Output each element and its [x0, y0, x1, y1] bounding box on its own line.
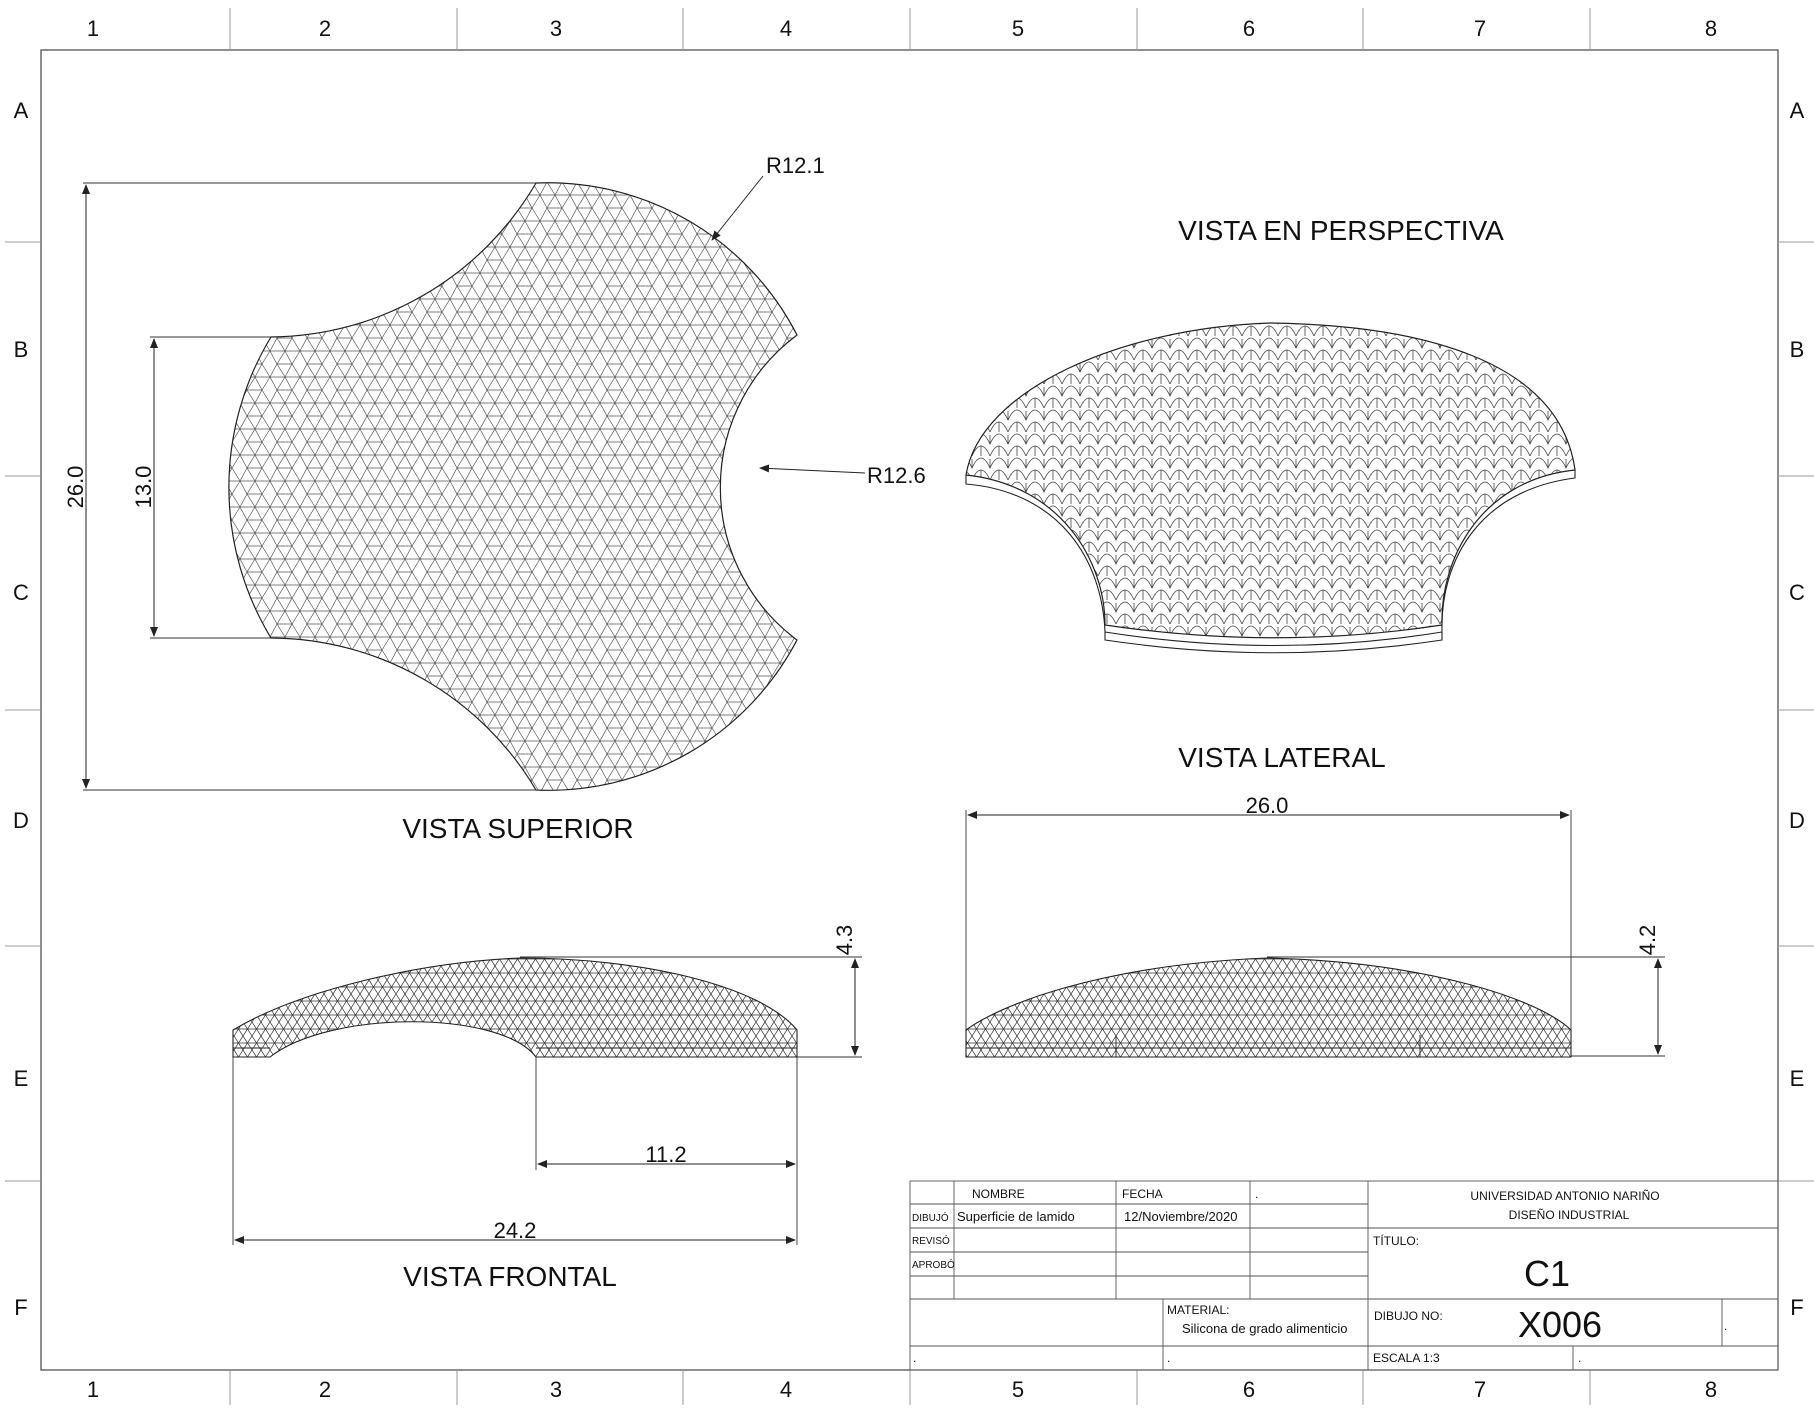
row-label-left: C [13, 580, 29, 605]
row-label-left: B [14, 337, 29, 362]
tb-dibujo-nombre: Superficie de lamido [957, 1209, 1075, 1224]
col-label-bottom: 6 [1243, 1377, 1255, 1402]
side-shape [965, 957, 1572, 1058]
title-block-text: NOMBRE FECHA . DIBUJÓ Superficie de lami… [912, 1187, 1727, 1365]
tb-row-dibujo: DIBUJÓ [912, 1211, 949, 1224]
col-label-bottom: 1 [87, 1377, 99, 1402]
outer-frame [40, 49, 1779, 1371]
tb-titulo: C1 [1524, 1253, 1570, 1294]
row-label-left: E [14, 1066, 29, 1091]
tb-material: Silicona de grado alimenticio [1182, 1321, 1347, 1336]
col-label-bottom: 2 [319, 1377, 331, 1402]
row-label-right: E [1790, 1066, 1805, 1091]
col-label-top: 8 [1705, 16, 1717, 41]
row-label-left: D [13, 808, 29, 833]
tb-dot-bottom-left: . [913, 1351, 916, 1365]
dim-radius-outer: R12.1 [766, 153, 825, 178]
view-label-perspective: VISTA EN PERSPECTIVA [1178, 215, 1504, 246]
row-label-left: A [14, 98, 29, 123]
dim-top-inner: 13.0 [131, 466, 156, 509]
tb-header-nombre: NOMBRE [972, 1187, 1025, 1201]
tb-university: UNIVERSIDAD ANTONIO NARIÑO [1470, 1189, 1659, 1203]
col-label-top: 2 [319, 16, 331, 41]
tb-header-fecha: FECHA [1122, 1187, 1163, 1201]
col-label-top: 6 [1243, 16, 1255, 41]
col-label-top: 4 [780, 16, 792, 41]
tb-dibujo-no: X006 [1518, 1304, 1602, 1345]
side-view: VISTA LATERAL 26.0 4.2 [965, 742, 1665, 1058]
view-label-side: VISTA LATERAL [1178, 742, 1385, 773]
row-label-left: F [14, 1295, 27, 1320]
dim-radius-inner: R12.6 [867, 463, 926, 488]
view-label-top: VISTA SUPERIOR [402, 813, 633, 844]
tb-dibujo-no-label: DIBUJO NO: [1374, 1309, 1443, 1323]
tb-escala: ESCALA 1:3 [1373, 1351, 1440, 1365]
tb-dibujo-fecha: 12/Noviembre/2020 [1124, 1209, 1237, 1224]
col-label-bottom: 4 [780, 1377, 792, 1402]
title-block [909, 1180, 1779, 1371]
tb-dot-right: . [1724, 1319, 1727, 1333]
tb-dot-bottom-right: . [1578, 1351, 1581, 1365]
row-label-right: B [1790, 337, 1805, 362]
view-label-front: VISTA FRONTAL [403, 1261, 617, 1292]
tb-row-aprobo: APROBÓ [912, 1258, 955, 1271]
tb-titulo-label: TÍTULO: [1373, 1233, 1419, 1248]
row-label-right: F [1790, 1295, 1803, 1320]
col-label-bottom: 7 [1474, 1377, 1486, 1402]
perspective-view: VISTA EN PERSPECTIVA [965, 215, 1576, 654]
dim-top-height: 26.0 [63, 466, 88, 509]
zone-ticks [5, 8, 1814, 1405]
dim-side-width: 26.0 [1246, 793, 1289, 818]
top-view-shape [228, 182, 798, 791]
perspective-shape [965, 322, 1576, 639]
dim-front-width: 24.2 [494, 1218, 537, 1243]
col-label-top: 7 [1474, 16, 1486, 41]
row-label-right: D [1789, 808, 1805, 833]
col-label-bottom: 8 [1705, 1377, 1717, 1402]
row-label-right: A [1790, 98, 1805, 123]
col-label-top: 5 [1012, 16, 1024, 41]
tb-dot-bottom-mid: . [1167, 1351, 1170, 1365]
front-shape [232, 957, 798, 1058]
dim-side-height: 4.2 [1635, 925, 1660, 956]
row-label-right: C [1789, 580, 1805, 605]
col-label-bottom: 5 [1012, 1377, 1024, 1402]
tb-header-dot: . [1255, 1187, 1258, 1201]
dim-front-height: 4.3 [832, 925, 857, 956]
col-label-top: 1 [87, 16, 99, 41]
dim-front-partial: 11.2 [645, 1142, 686, 1167]
col-label-bottom: 3 [550, 1377, 562, 1402]
tb-material-label: MATERIAL: [1167, 1303, 1229, 1317]
col-label-top: 3 [550, 16, 562, 41]
front-view: 11.2 24.2 4.3 VISTA FRONTAL [232, 925, 862, 1292]
tb-row-reviso: REVISÓ [912, 1234, 950, 1247]
top-view: 26.0 13.0 R12.1 R12.6 VISTA SUPERIOR [63, 153, 926, 844]
tb-department: DISEÑO INDUSTRIAL [1509, 1208, 1630, 1222]
